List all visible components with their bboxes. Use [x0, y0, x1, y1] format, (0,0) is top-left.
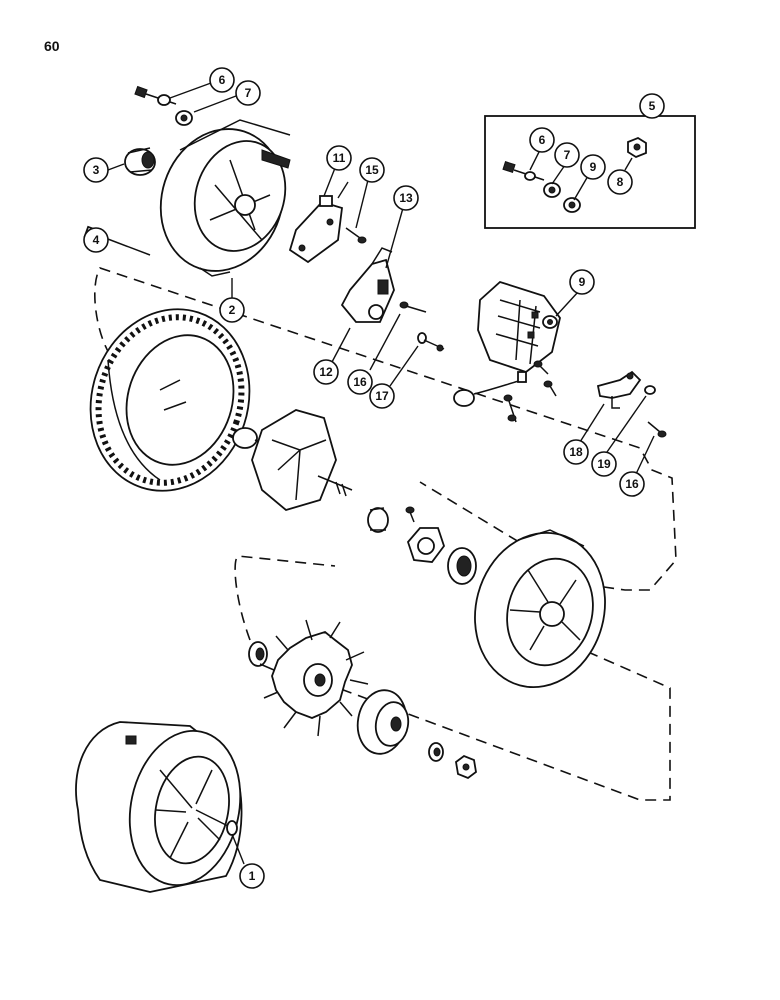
- callout-6-top-label: 6: [219, 73, 226, 87]
- callout-1: 1: [239, 863, 265, 889]
- callout-2-label: 2: [229, 303, 236, 317]
- callout-16-brush: 16: [347, 369, 373, 395]
- callout-4-label: 4: [93, 233, 100, 247]
- callout-16-bracket-label: 16: [625, 477, 639, 491]
- callout-16-brush-label: 16: [353, 375, 367, 389]
- callout-5-label: 5: [649, 99, 656, 113]
- callout-9-rectifier-label: 9: [579, 275, 586, 289]
- diode-trio-part: [453, 371, 527, 423]
- brush-screw-part: [399, 301, 427, 313]
- callout-13-label: 13: [399, 191, 413, 205]
- callout-13: 13: [393, 185, 419, 211]
- pulley-part: [356, 689, 410, 755]
- bracket-screw-part: [647, 421, 667, 438]
- terminal-nut-part: [644, 385, 656, 395]
- bearing-retainer-part: [405, 506, 446, 563]
- callout-6-top: 6: [209, 67, 235, 93]
- callout-9-kit-label: 9: [590, 160, 597, 174]
- callout-3-label: 3: [93, 163, 100, 177]
- kit-bolt: [502, 161, 545, 181]
- rear-housing-part: [474, 529, 606, 689]
- callout-17-label: 17: [375, 389, 389, 403]
- rectifier-bridge-part: [477, 280, 561, 374]
- callout-8-label: 8: [617, 175, 624, 189]
- callout-2: 2: [219, 297, 245, 323]
- assembled-alternator-part: [75, 721, 243, 893]
- callout-7-top: 7: [235, 80, 261, 106]
- callout-12: 12: [313, 359, 339, 385]
- stator-part: [89, 308, 251, 492]
- callout-12-label: 12: [319, 365, 333, 379]
- kit-box-part-5: [484, 115, 696, 229]
- rectifier-nut-part: [542, 315, 558, 329]
- kit-nut-small: [563, 197, 581, 213]
- kit-nut-large: [627, 136, 647, 159]
- callout-19-label: 19: [597, 457, 611, 471]
- front-bearing-ring-part: [248, 641, 268, 667]
- callout-7-kit-label: 7: [564, 148, 571, 162]
- regulator-screw-part: [345, 227, 367, 244]
- terminal-bolt-part: [134, 85, 177, 106]
- pulley-washer-part: [428, 742, 444, 762]
- callout-1-label: 1: [249, 869, 256, 883]
- pulley-nut-part: [455, 754, 477, 780]
- terminal-bracket-part: [596, 370, 642, 409]
- leader-lines: [91, 82, 655, 865]
- callout-3: 3: [83, 157, 109, 183]
- callout-19: 19: [591, 451, 617, 477]
- callout-9-rectifier: 9: [569, 269, 595, 295]
- callout-6-kit: 6: [529, 127, 555, 153]
- bushing-part: [124, 147, 156, 176]
- callout-11: 11: [326, 145, 352, 171]
- callout-17: 17: [369, 383, 395, 409]
- callout-18: 18: [563, 439, 589, 465]
- callout-6-kit-label: 6: [539, 133, 546, 147]
- callout-8: 8: [607, 169, 633, 195]
- callout-15-label: 15: [365, 163, 379, 177]
- regulator-part: [288, 195, 343, 264]
- lock-washer-part: [175, 110, 193, 126]
- long-screw-part: [417, 332, 445, 352]
- rotor-part: [232, 409, 353, 511]
- page-number: 60: [44, 38, 60, 54]
- rotor-bearing-sleeve: [367, 507, 389, 533]
- stator-group-dashed-outline: [94, 267, 677, 591]
- callout-16-bracket: 16: [619, 471, 645, 497]
- callout-9-kit: 9: [580, 154, 606, 180]
- callout-18-label: 18: [569, 445, 583, 459]
- callout-7-kit: 7: [554, 142, 580, 168]
- kit-washer: [543, 182, 561, 198]
- callout-7-top-label: 7: [245, 86, 252, 100]
- rear-group-dashed-outline: [234, 555, 671, 801]
- callout-11-label: 11: [333, 151, 346, 165]
- rear-bearing-part: [447, 547, 477, 585]
- callout-5: 5: [639, 93, 665, 119]
- callout-4: 4: [83, 227, 109, 253]
- front-housing-part: [159, 119, 291, 277]
- brush-holder-part: [340, 247, 395, 323]
- fan-part: [259, 619, 369, 737]
- rectifier-screws: [533, 360, 557, 397]
- callout-15: 15: [359, 157, 385, 183]
